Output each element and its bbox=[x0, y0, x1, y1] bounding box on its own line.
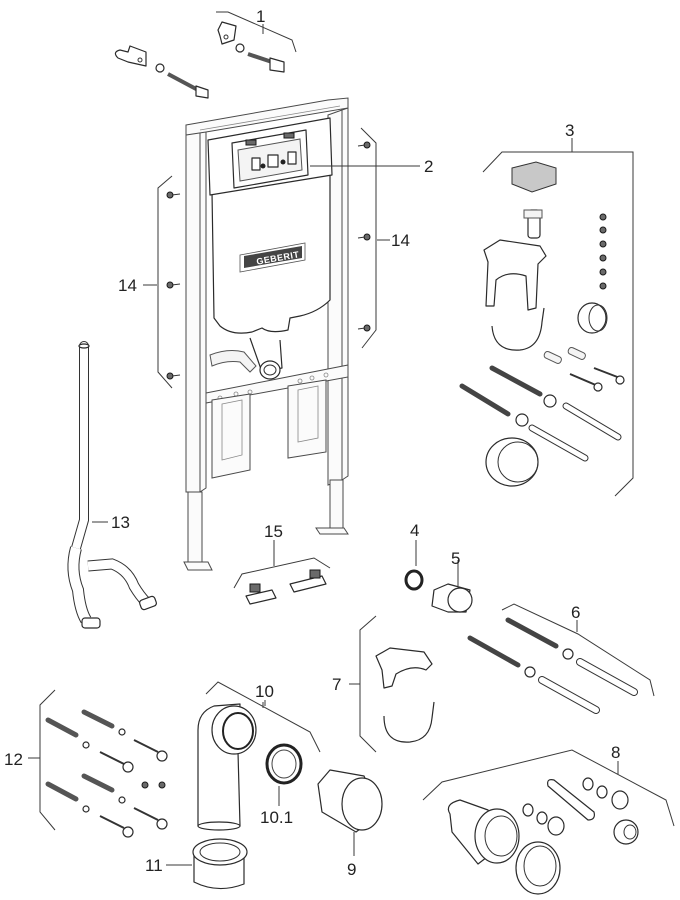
wall-plug-screw-row-2 bbox=[45, 773, 168, 838]
callout-11: 11 bbox=[145, 856, 163, 875]
part-15-feet-covers bbox=[233, 540, 331, 605]
callout-9: 9 bbox=[347, 860, 356, 879]
callout-8: 8 bbox=[611, 743, 620, 762]
callout-4: 4 bbox=[410, 521, 419, 540]
part-7-pipe-clamp-set bbox=[349, 615, 435, 753]
part-11-pipe-adapter bbox=[166, 838, 248, 890]
screw bbox=[357, 141, 371, 149]
part-10-1-seal bbox=[265, 743, 303, 806]
callout-14-left: 14 bbox=[118, 276, 137, 295]
screw bbox=[166, 191, 181, 199]
callout-12: 12 bbox=[4, 750, 23, 769]
part-10-bend-connector bbox=[197, 681, 321, 831]
callout-7: 7 bbox=[332, 675, 341, 694]
part-1-anchor-brackets bbox=[114, 11, 297, 99]
part-8-connection-set bbox=[422, 749, 675, 895]
callout-15: 15 bbox=[264, 522, 283, 541]
screw bbox=[166, 372, 181, 380]
part-14-frame-screws-left bbox=[157, 175, 181, 389]
part-9-reducer-connector bbox=[317, 769, 383, 856]
callout-5: 5 bbox=[451, 549, 460, 568]
callout-14-right: 14 bbox=[391, 231, 410, 250]
screw bbox=[357, 233, 371, 241]
concealed-cistern bbox=[207, 117, 333, 380]
part-14-frame-screws-right bbox=[357, 127, 377, 349]
screw bbox=[357, 324, 371, 332]
callout-2: 2 bbox=[424, 157, 433, 176]
screw bbox=[166, 281, 181, 289]
callout-1: 1 bbox=[256, 7, 265, 26]
part-6-threaded-rods bbox=[467, 603, 655, 714]
callout-3: 3 bbox=[565, 121, 574, 140]
wall-plug-screw-row-1 bbox=[45, 709, 168, 773]
callout-13: 13 bbox=[111, 513, 130, 532]
callout-10-1: 10.1 bbox=[260, 808, 293, 827]
callout-6: 6 bbox=[571, 603, 580, 622]
screws-column bbox=[599, 213, 607, 290]
callout-labels: 1 2 3 4 5 6 7 8 9 10 10.1 11 12 13 14 14… bbox=[4, 7, 620, 879]
callout-10: 10 bbox=[255, 682, 274, 701]
part-13-supply-hose bbox=[67, 341, 157, 629]
installation-frame bbox=[183, 97, 349, 571]
part-4-sealing-ring bbox=[404, 540, 424, 591]
actuator-mounting-frame bbox=[207, 117, 333, 196]
brand-logo bbox=[239, 212, 306, 273]
part-5-connector-sleeve bbox=[431, 560, 473, 613]
part-3-accessory-kit bbox=[459, 151, 634, 497]
part-12-fixing-set bbox=[28, 689, 168, 838]
leader-lines bbox=[92, 24, 578, 708]
